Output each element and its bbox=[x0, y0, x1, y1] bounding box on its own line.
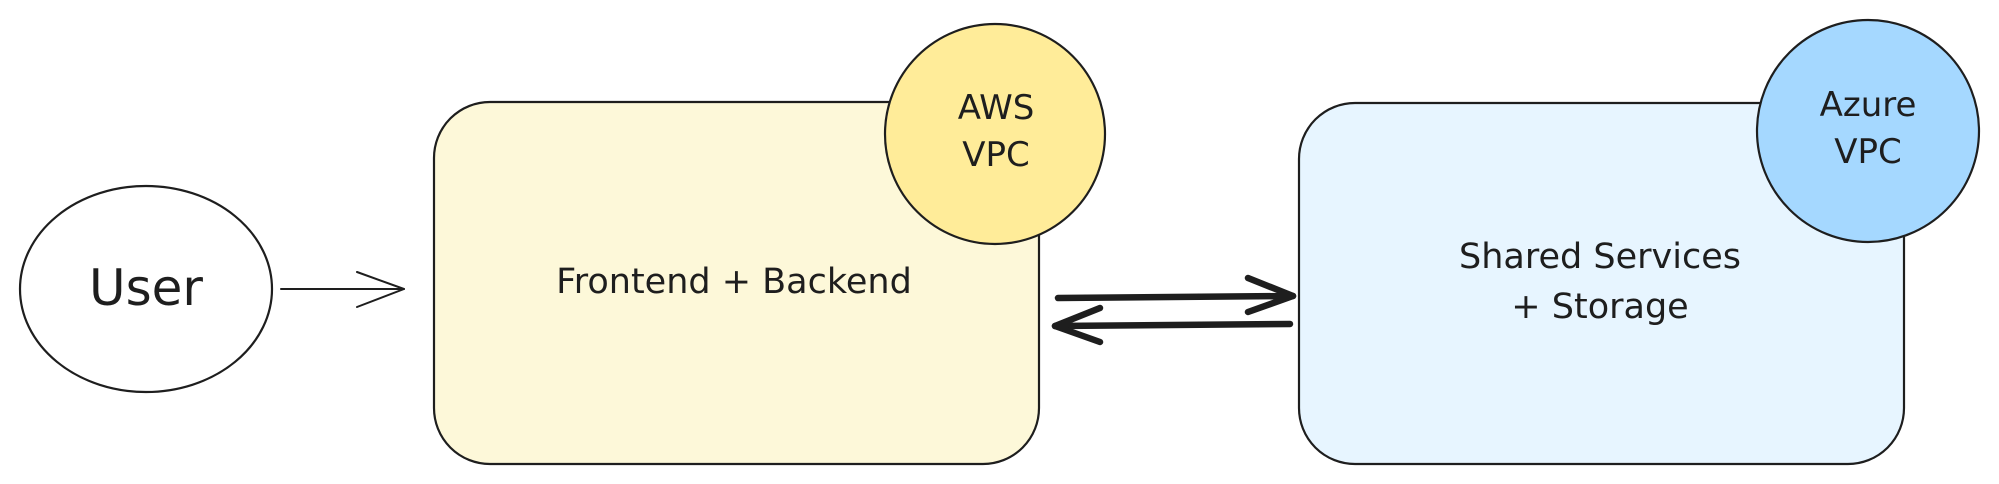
user-ellipse bbox=[18, 184, 274, 394]
shared-services-box bbox=[1297, 101, 1906, 466]
user-node[interactable]: User bbox=[18, 184, 274, 394]
user-label: User bbox=[89, 259, 203, 317]
arrow-frontend-to-shared-shaft bbox=[1054, 292, 1297, 302]
frontend-backend-box bbox=[432, 100, 1041, 466]
aws-vpc-circle bbox=[883, 22, 1107, 246]
shared-services-label-line1: Shared Services bbox=[1459, 237, 1741, 277]
azure-vpc-badge[interactable]: Azure VPC bbox=[1755, 18, 1981, 244]
arrow-shared-to-frontend bbox=[1051, 304, 1294, 346]
azure-vpc-label-line2: VPC bbox=[1834, 132, 1902, 172]
arrow-shared-to-frontend-shaft bbox=[1051, 320, 1294, 330]
arrow-user-to-frontend-head bbox=[356, 271, 405, 308]
shared-services-node[interactable]: Shared Services + Storage bbox=[1297, 101, 1906, 466]
aws-vpc-label-line1: AWS bbox=[958, 88, 1035, 128]
aws-vpc-label-line2: VPC bbox=[962, 135, 1030, 175]
aws-vpc-badge[interactable]: AWS VPC bbox=[883, 22, 1107, 246]
frontend-backend-label: Frontend + Backend bbox=[556, 262, 912, 302]
arrow-frontend-to-shared-head bbox=[1244, 274, 1297, 316]
arrow-user-to-frontend bbox=[280, 271, 405, 308]
azure-vpc-circle bbox=[1755, 18, 1981, 244]
arrow-frontend-to-shared bbox=[1054, 274, 1297, 316]
arrow-shared-to-frontend-head bbox=[1051, 304, 1104, 346]
azure-vpc-label-line1: Azure bbox=[1820, 85, 1917, 125]
shared-services-label-line2: + Storage bbox=[1511, 287, 1688, 327]
frontend-backend-node[interactable]: Frontend + Backend bbox=[432, 100, 1041, 466]
